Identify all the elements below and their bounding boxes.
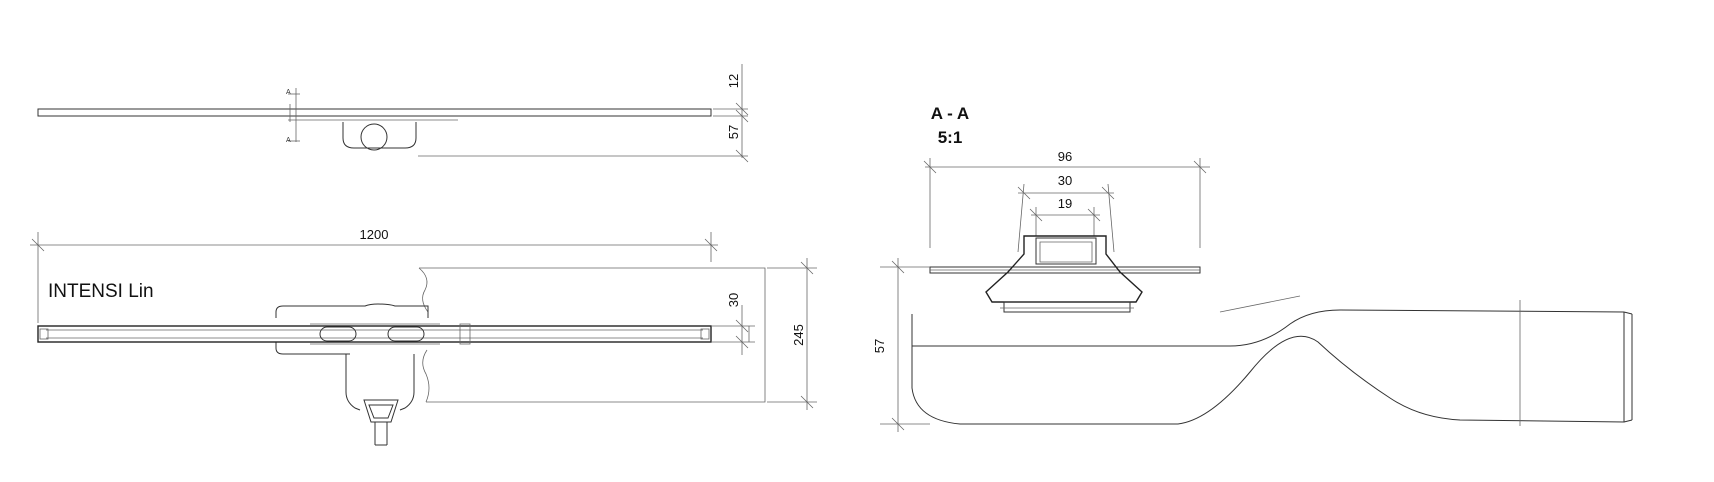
dim-sec-width: 96	[1058, 149, 1072, 164]
plan-view-channel	[37, 325, 712, 343]
dim-top-depth: 57	[726, 125, 741, 139]
outlet-funnel	[363, 399, 399, 423]
drain-slot-left	[319, 326, 357, 342]
side-view-outlet-pipe	[360, 123, 388, 151]
drain-slot-right	[387, 326, 425, 342]
dim-length: 1200	[360, 227, 389, 242]
side-view-outlet-body	[342, 122, 417, 149]
plan-view: INTENSI Lin 1200	[30, 227, 817, 446]
drain-body	[275, 303, 429, 318]
product-name: INTENSI Lin	[48, 281, 154, 302]
dim-top-height: 12	[726, 74, 741, 88]
dim-sec-height: 57	[872, 339, 887, 353]
section-outlet-profile	[985, 235, 1143, 303]
side-view-channel	[37, 108, 712, 117]
section-body-profile	[911, 312, 1625, 425]
dim-width-total: 245	[791, 324, 806, 346]
dim-sec-outlet: 30	[1058, 173, 1072, 188]
section-marker-bottom: A	[286, 137, 291, 144]
section-view: A - A 5:1 96 30 19	[872, 104, 1633, 432]
section-marker-top: A	[286, 89, 291, 96]
section-label: A - A	[931, 104, 969, 123]
section-scale: 5:1	[938, 128, 963, 147]
dim-width-inner: 30	[726, 293, 741, 307]
dim-sec-inner: 19	[1058, 196, 1072, 211]
side-view: A A 12 57	[37, 64, 749, 163]
